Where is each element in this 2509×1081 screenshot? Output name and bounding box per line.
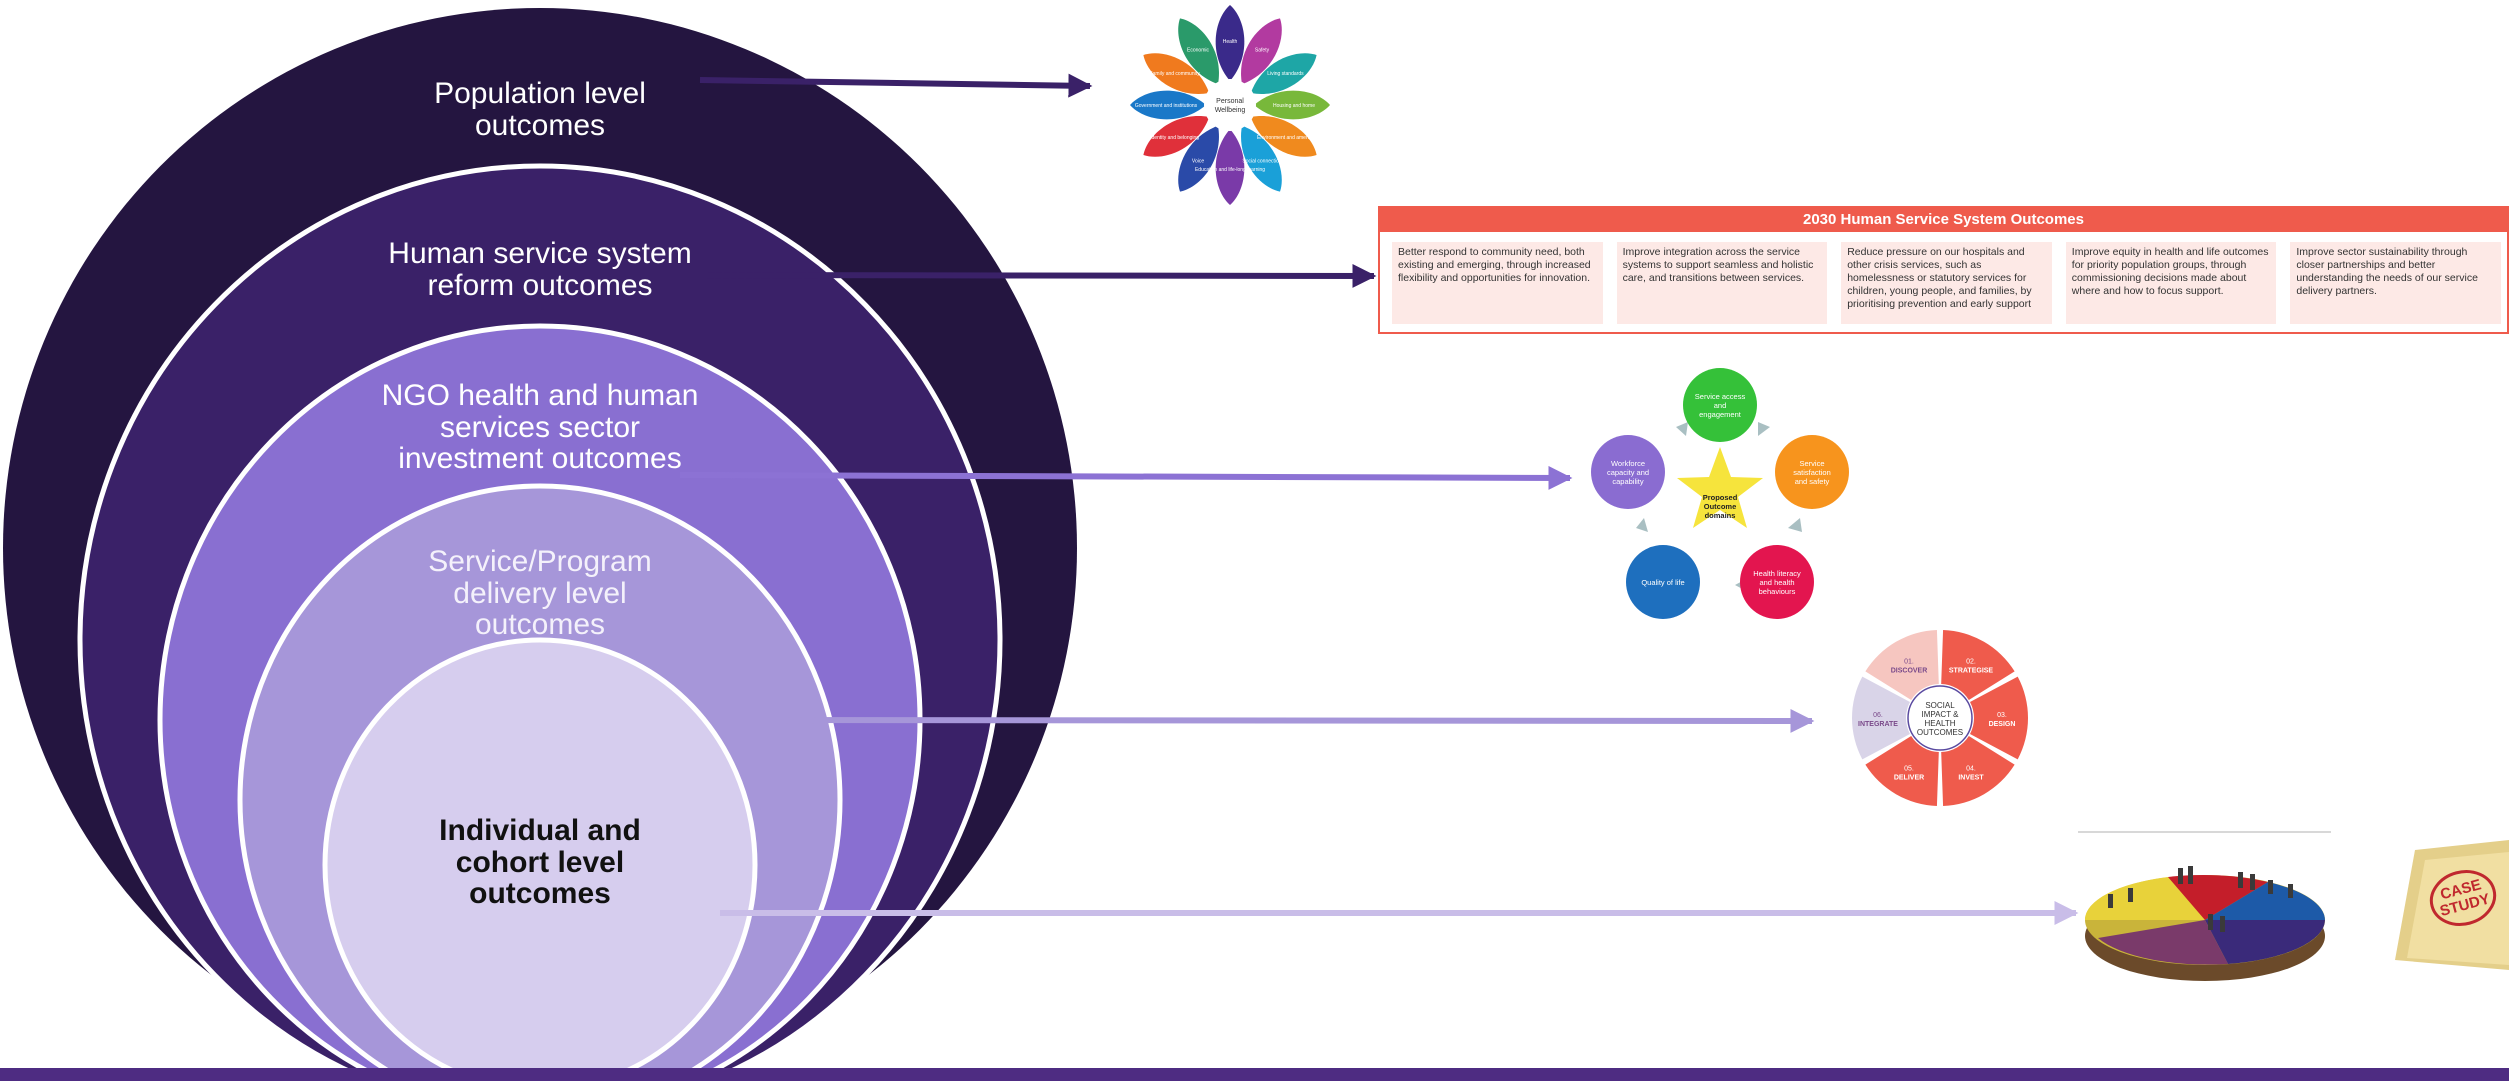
outcomes-table-title: 2030 Human Service System Outcomes: [1380, 208, 2507, 232]
flower-petal-label: Housing and home: [1273, 103, 1315, 109]
domain-label: capability: [1612, 477, 1644, 486]
flower-petal: [1241, 125, 1282, 192]
outcome-cell: Better respond to community need, both e…: [1392, 242, 1603, 324]
flower-petal-label: Family and community: [1150, 71, 1201, 77]
domain-label: and health: [1759, 578, 1794, 587]
flower-petal: [1254, 90, 1330, 120]
domain-node: [1740, 545, 1814, 619]
cycle-segment-number: 06.: [1873, 712, 1883, 719]
flower-petal: [1178, 18, 1219, 85]
flower-petal: [1178, 125, 1219, 192]
outcome-cell: Improve sector sustainability through cl…: [2290, 242, 2501, 324]
domain-label: behaviours: [1759, 587, 1796, 596]
arrow-program: [761, 708, 1815, 733]
flower-petal: [1250, 53, 1317, 94]
domain-label: Health literacy: [1753, 569, 1801, 578]
flower-petal: [1250, 116, 1317, 157]
domain-label: and: [1714, 401, 1727, 410]
cycle-segment-label: STRATEGISE: [1949, 667, 1994, 674]
cycle-segment-label: INVEST: [1958, 775, 1984, 782]
cycle-segment-label: DESIGN: [1989, 721, 2016, 728]
population-data-pie-image: [2078, 831, 2331, 981]
outcomes-table: 2030 Human Service System Outcomes Bette…: [1378, 206, 2509, 334]
domain-node: [1591, 435, 1665, 509]
domain-label: Service: [1799, 459, 1824, 468]
flower-petal-label: Education and life-long learning: [1195, 167, 1265, 173]
svg-text:Outcome: Outcome: [1704, 502, 1737, 511]
case-study-folder-image: CASE STUDY: [2395, 840, 2509, 970]
flower-petal: [1215, 129, 1245, 205]
domain-label: Service access: [1695, 392, 1746, 401]
cycle-segment-number: 03.: [1997, 712, 2007, 719]
cycle-segment-label: DELIVER: [1894, 775, 1924, 782]
domain-label: Quality of life: [1641, 578, 1684, 587]
flower-petal: [1130, 90, 1206, 120]
flower-petal-label: Environment and amenity: [1257, 135, 1314, 141]
domain-node: [1775, 435, 1849, 509]
cycle-segment-label: INTEGRATE: [1858, 721, 1898, 728]
domain-node: [1626, 545, 1700, 619]
flower-petal-label: Government and institutions: [1135, 103, 1198, 109]
cycle-segment: [1970, 676, 2028, 760]
outcome-domains-diagram: Proposed Outcome domains Service accessa…: [1591, 368, 1849, 619]
domain-label: capacity and: [1607, 468, 1649, 477]
domain-node: [1683, 368, 1757, 442]
flower-petal: [1241, 18, 1282, 85]
outcome-cell: Reduce pressure on our hospitals and oth…: [1841, 242, 2052, 324]
arrow-population: [699, 73, 1093, 98]
flower-petal-label: Voice: [1192, 158, 1204, 164]
cycle-segment-number: 04.: [1966, 766, 1976, 773]
outcome-cell: Improve integration across the service s…: [1616, 242, 1828, 324]
flower-petal-label: Living standards: [1267, 71, 1304, 77]
flower-petal-label: Safety: [1255, 48, 1270, 54]
flower-petal: [1143, 53, 1210, 94]
cycle-segment-number: 05.: [1904, 766, 1914, 773]
cycle-segment: [1852, 676, 1910, 760]
flower-petal-label: Health: [1223, 39, 1238, 45]
flower-center-2: Wellbeing: [1215, 107, 1246, 114]
flower-petal: [1143, 116, 1210, 157]
flower-center-1: Personal: [1216, 98, 1244, 105]
domain-label: engagement: [1699, 410, 1742, 419]
svg-text:IMPACT &: IMPACT &: [1921, 710, 1959, 719]
cycle-segment: [1865, 630, 1939, 700]
cycle-segment-number: 01.: [1904, 658, 1914, 665]
social-impact-cycle: 02. STRATEGISE 03. DESIGN 04. INVEST 05. DELIVE…: [1852, 630, 2028, 806]
cycle-segment: [1865, 736, 1939, 806]
bottom-bar: [0, 1068, 2509, 1081]
flower-petal: [1215, 5, 1245, 81]
svg-text:HEALTH: HEALTH: [1925, 719, 1956, 728]
cycle-segment: [1941, 736, 2015, 806]
domains-star: [1677, 447, 1763, 528]
domain-label: satisfaction: [1793, 468, 1831, 477]
svg-text:Proposed: Proposed: [1703, 493, 1738, 502]
individual-ring: [322, 637, 758, 1081]
flower-petal-label: Identity and belonging: [1150, 135, 1199, 141]
cycle-segment: [1941, 630, 2015, 700]
flower-petal-label: Social connection: [1242, 158, 1281, 164]
svg-text:SOCIAL: SOCIAL: [1925, 701, 1955, 710]
svg-text:OUTCOMES: OUTCOMES: [1917, 728, 1963, 737]
arrow-system: [699, 263, 1377, 288]
cycle-segment-number: 02.: [1966, 658, 1976, 665]
arrow-ngo: [679, 465, 1573, 490]
domain-label: Workforce: [1611, 459, 1645, 468]
flower-petal-label: Economic: [1187, 48, 1209, 54]
cycle-segment-label: DISCOVER: [1891, 667, 1928, 674]
svg-text:domains: domains: [1705, 511, 1736, 520]
outcome-cell: Improve equity in health and life outcom…: [2065, 242, 2277, 324]
domain-label: and safety: [1795, 477, 1830, 486]
